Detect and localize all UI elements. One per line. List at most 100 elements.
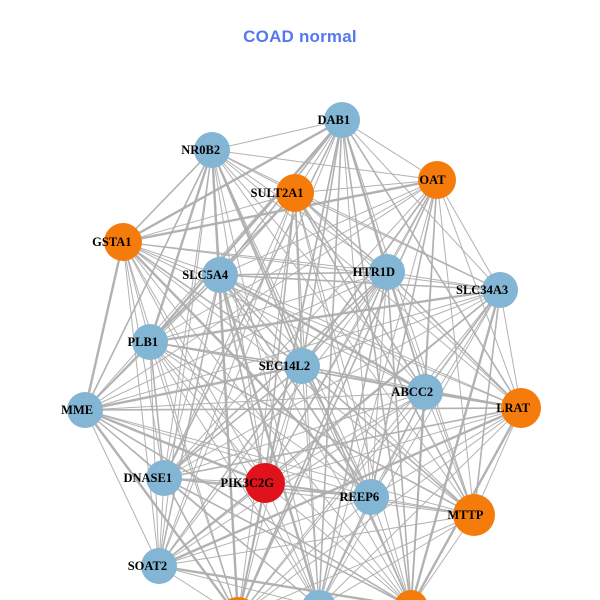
graph-edge xyxy=(83,241,125,411)
graph-node-si[interactable] xyxy=(394,590,428,600)
graph-node-abcc2[interactable] xyxy=(407,374,443,410)
graph-node-htr1d[interactable] xyxy=(369,254,405,290)
graph-node-label-soat2: SOAT2 xyxy=(128,559,167,573)
graph-edge xyxy=(158,274,221,567)
graph-edge xyxy=(148,149,214,343)
graph-edge xyxy=(301,365,475,516)
graph-edge xyxy=(341,119,372,498)
graph-edge xyxy=(163,477,400,600)
graph-edge xyxy=(386,271,412,600)
page-title: COAD normal xyxy=(243,27,357,46)
graph-node-slc5a4[interactable] xyxy=(202,257,238,293)
graph-edge xyxy=(276,514,475,600)
graph-edge xyxy=(370,271,388,498)
graph-node-label-abcc2: ABCC2 xyxy=(391,385,433,399)
graph-edge xyxy=(163,477,475,516)
graph-edge xyxy=(84,149,213,411)
graph-node-label-pik3c2g: PIK3C2G xyxy=(221,476,275,490)
graph-edge xyxy=(163,149,213,479)
graph-edge xyxy=(149,271,388,343)
graph-node-sec14l2[interactable] xyxy=(284,348,320,384)
graph-node-mttp[interactable] xyxy=(453,494,495,536)
graph-node-label-dab1: DAB1 xyxy=(317,113,350,127)
graph-edge xyxy=(163,274,221,479)
graph-edge xyxy=(294,179,438,194)
graph-node-nr0b2[interactable] xyxy=(194,132,230,168)
graph-edge xyxy=(158,482,266,567)
graph-edge xyxy=(211,149,522,409)
graph-node-label-reep6: REEP6 xyxy=(340,490,380,504)
graph-edge xyxy=(256,496,372,600)
graph-node-sult2a1[interactable] xyxy=(276,174,314,212)
graph-node-dab1[interactable] xyxy=(324,102,360,138)
graph-node-label-lrat: LRAT xyxy=(496,401,530,415)
graph-node-label-gsta1: GSTA1 xyxy=(92,235,131,249)
graph-node-label-mme: MME xyxy=(61,403,93,417)
graph-edge xyxy=(294,192,475,516)
graph-node-label-dnase1: DNASE1 xyxy=(123,471,172,485)
graph-node-label-slc5a4: SLC5A4 xyxy=(182,268,229,282)
graph-edge xyxy=(321,496,372,600)
graph-edge xyxy=(211,119,343,151)
graph-edge xyxy=(84,407,522,411)
graph-edge xyxy=(301,289,501,367)
nodes-layer xyxy=(67,102,541,600)
graph-edge xyxy=(158,564,376,600)
graph-node-label-mttp: MTTP xyxy=(447,508,483,522)
graph-edge xyxy=(122,118,343,244)
graph-edge xyxy=(386,271,426,393)
graph-edge xyxy=(122,192,296,243)
graph-edge xyxy=(386,271,501,291)
graph-edge xyxy=(341,119,501,291)
graph-edge xyxy=(163,365,303,479)
graph-edge xyxy=(250,289,501,600)
graph-edge xyxy=(264,391,426,484)
graph-edge xyxy=(149,341,316,600)
graph-edge xyxy=(84,409,160,567)
graph-edge xyxy=(211,149,438,181)
graph-node-oat[interactable] xyxy=(418,161,456,199)
graph-edge xyxy=(211,149,372,498)
graph-edge xyxy=(211,149,318,600)
graph-edge xyxy=(84,271,388,411)
graph-edge xyxy=(158,406,522,568)
graph-edge xyxy=(424,289,501,393)
graph-node-reep6[interactable] xyxy=(353,479,389,515)
graph-edge xyxy=(294,192,501,291)
graph-node-dnase1[interactable] xyxy=(146,460,182,496)
graph-edge xyxy=(318,119,343,600)
graph-edge xyxy=(240,482,266,600)
graph-edge xyxy=(163,477,230,600)
graph-node-gsta1[interactable] xyxy=(104,223,142,261)
graph-node-soat2[interactable] xyxy=(141,548,177,584)
graph-edge xyxy=(163,179,438,479)
graph-edge xyxy=(122,241,426,393)
graph-node-znf488[interactable] xyxy=(302,590,336,600)
graph-edge xyxy=(219,273,426,394)
graph-edge xyxy=(436,179,501,291)
graph-edge xyxy=(149,341,266,484)
graph-edge xyxy=(84,179,438,411)
graph-node-pik3c2g[interactable] xyxy=(245,463,285,503)
graph-edge xyxy=(163,271,388,479)
graph-edge xyxy=(122,241,388,273)
graph-edge xyxy=(411,289,502,600)
graph-edge xyxy=(211,149,475,516)
graph-node-label-plb1: PLB1 xyxy=(128,335,159,349)
graph-edge xyxy=(264,192,296,484)
graph-edge xyxy=(294,192,522,409)
graph-node-prodh[interactable] xyxy=(218,597,258,600)
graph-edge xyxy=(158,391,426,567)
graph-node-lrat[interactable] xyxy=(501,388,541,428)
graph-node-slc34a3[interactable] xyxy=(482,272,518,308)
graph-edge xyxy=(211,149,501,291)
graph-edge xyxy=(264,482,404,600)
graph-node-plb1[interactable] xyxy=(132,324,168,360)
graph-edge xyxy=(325,407,522,600)
graph-edge xyxy=(264,365,303,484)
graph-edge xyxy=(84,391,426,411)
graph-node-mme[interactable] xyxy=(67,392,103,428)
graph-edge xyxy=(163,391,426,479)
